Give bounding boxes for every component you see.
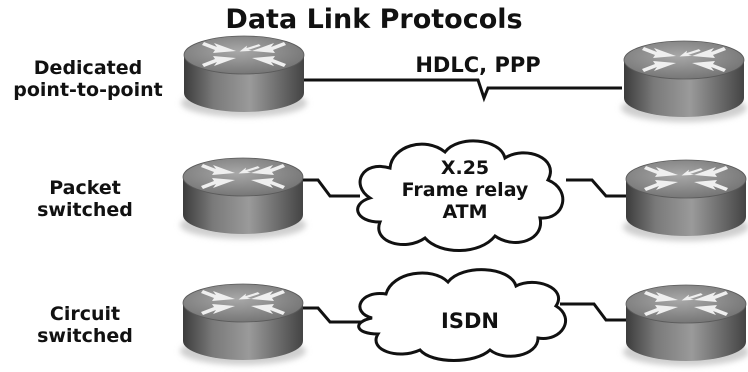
row-label-line: switched — [37, 325, 133, 347]
serial-link — [560, 302, 628, 322]
row-label-line: Packet — [49, 177, 121, 199]
row-label-line: switched — [37, 199, 133, 221]
protocol-label: Frame relay — [401, 179, 529, 201]
serial-link — [304, 78, 622, 103]
protocol-label: HDLC, PPP — [415, 53, 541, 77]
protocol-label: X.25 — [440, 157, 490, 179]
serial-link — [566, 178, 628, 198]
router-icon — [623, 285, 748, 366]
serial-link — [302, 306, 368, 324]
row-label-line: Dedicated — [33, 57, 143, 79]
router-icon — [180, 284, 306, 365]
row-label-circuit: Circuit switched — [5, 303, 165, 347]
row-packet — [180, 139, 748, 252]
row-label-line: Circuit — [49, 303, 121, 325]
router-icon — [623, 160, 748, 241]
protocol-label: ATM — [442, 201, 488, 223]
router-icon — [621, 41, 747, 122]
protocol-label: ISDN — [441, 309, 499, 333]
serial-link — [302, 178, 360, 198]
cloud-icon — [357, 268, 568, 362]
row-circuit — [180, 268, 748, 366]
router-icon — [181, 36, 307, 117]
router-icon — [180, 158, 306, 239]
diagram-title: Data Link Protocols — [225, 4, 523, 35]
row-label-packet: Packet switched — [5, 177, 165, 221]
row-dedicated — [181, 36, 747, 122]
row-label-line: point-to-point — [13, 79, 163, 101]
cloud-icon — [356, 139, 565, 252]
protocol-list-packet: X.25 Frame relay ATM — [380, 157, 550, 223]
row-label-dedicated: Dedicated point-to-point — [0, 57, 176, 101]
